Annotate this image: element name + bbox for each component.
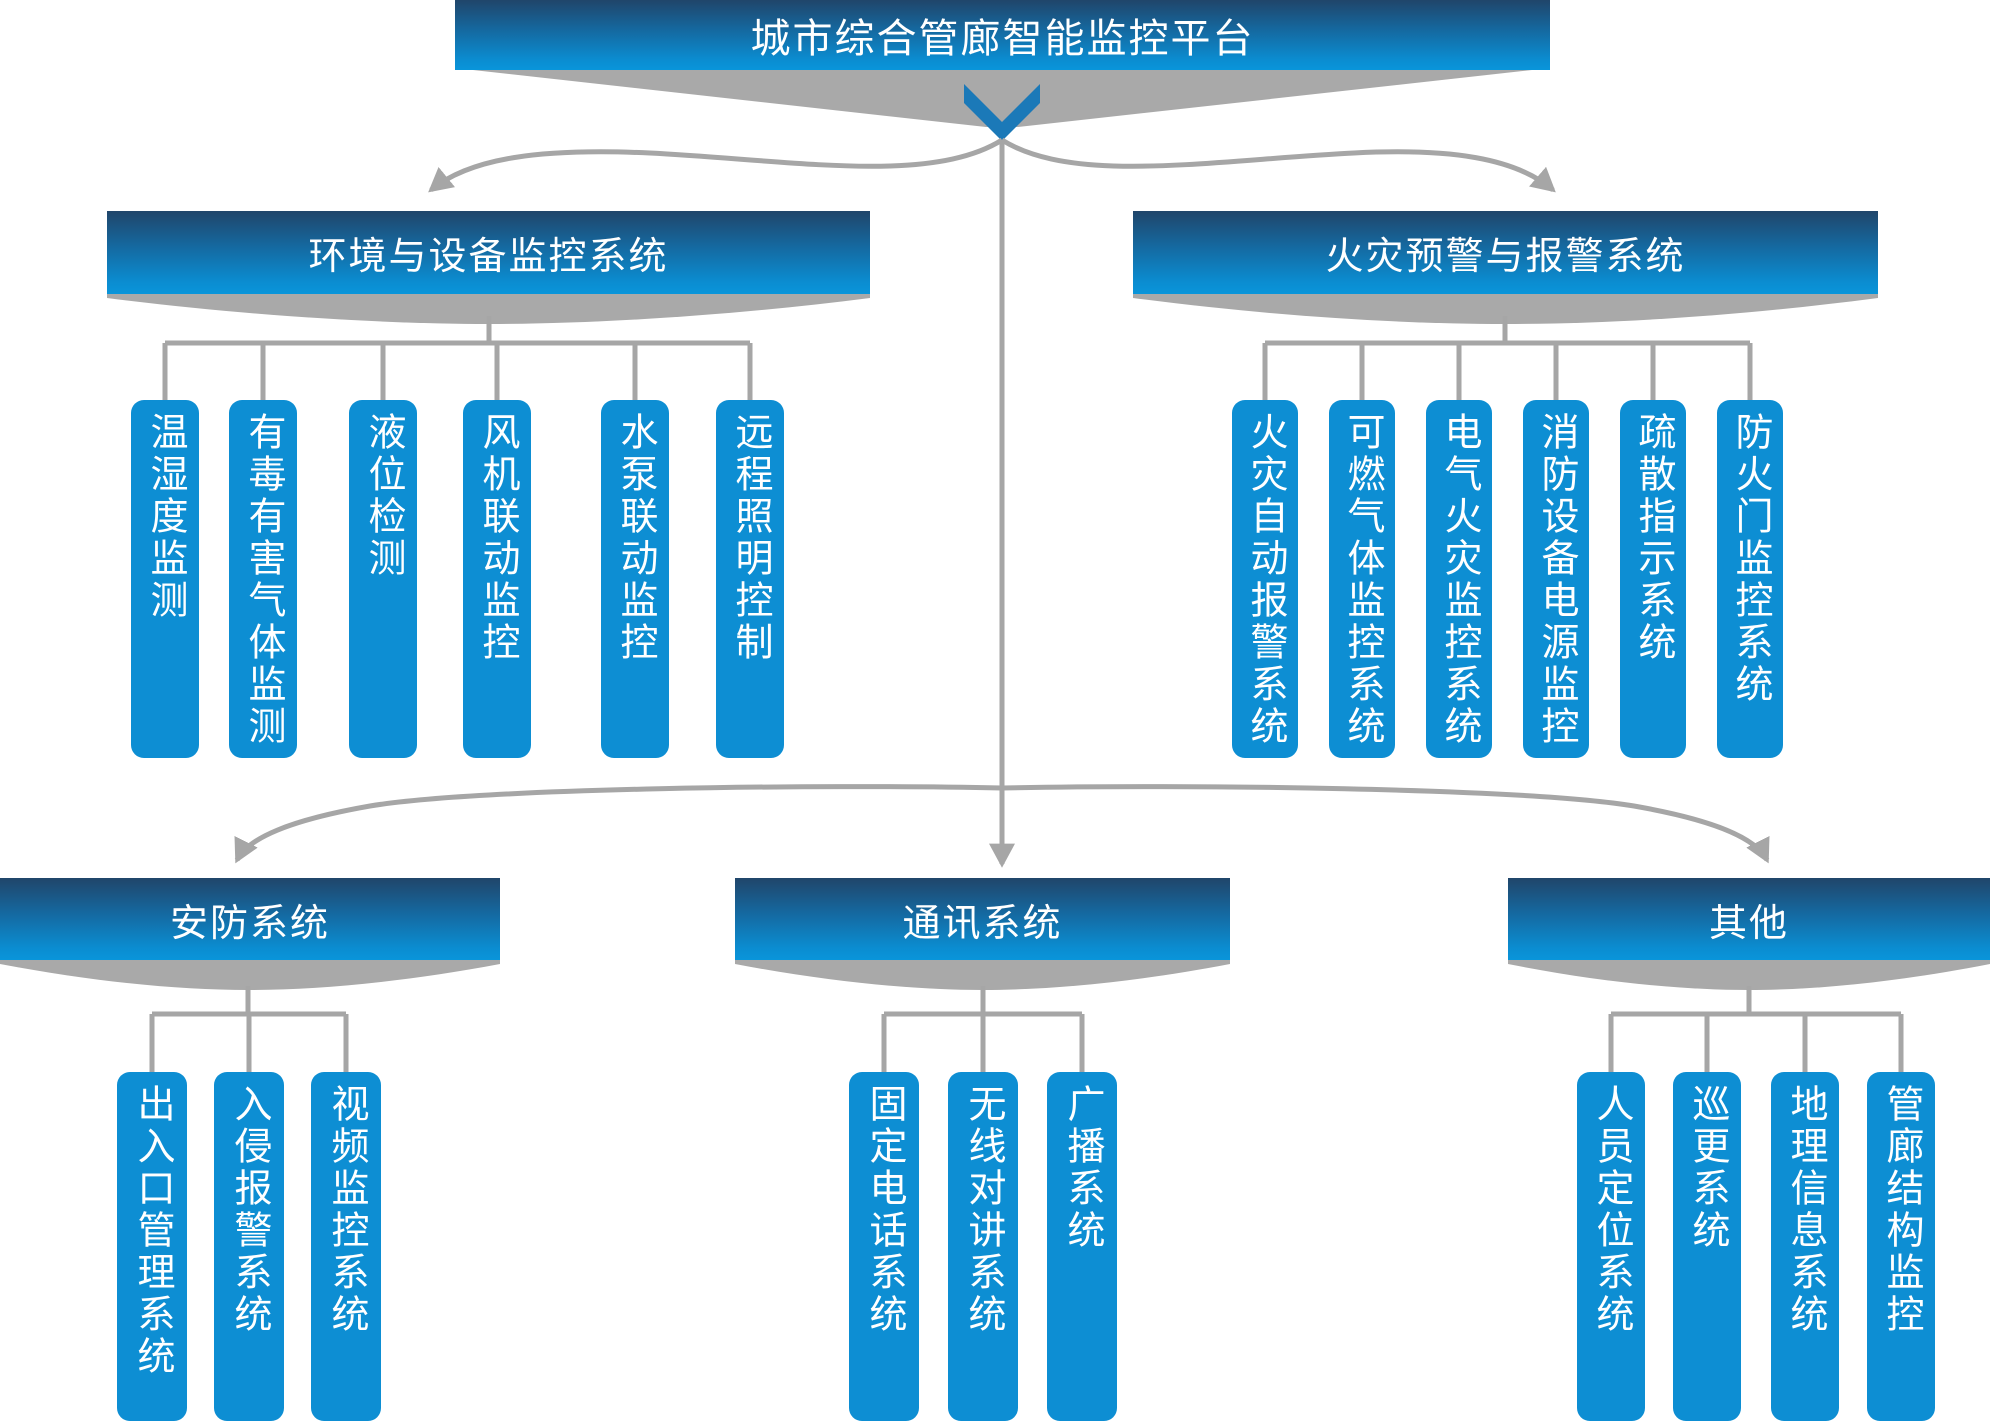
security-ribbon-shape bbox=[0, 958, 500, 990]
leaf-node-4-1: 巡更系统 bbox=[1673, 1072, 1741, 1421]
group-node-env: 环境与设备监控系统 bbox=[107, 211, 870, 294]
comm-ribbon-shape bbox=[735, 958, 1230, 990]
leaf-node-0-5: 远程照明控制 bbox=[716, 400, 784, 758]
group-node-comm: 通讯系统 bbox=[735, 878, 1230, 960]
connector-root-to-fire bbox=[1000, 137, 1556, 193]
leaf-node-0-2: 液位检测 bbox=[349, 400, 417, 758]
fire-ribbon-shape bbox=[1133, 292, 1878, 324]
group-node-fire-label: 火灾预警与报警系统 bbox=[1325, 236, 1686, 278]
leaf-node-label: 出入口管理系统 bbox=[131, 1084, 173, 1378]
leaf-node-label: 入侵报警系统 bbox=[228, 1084, 270, 1336]
leaf-node-label: 地理信息系统 bbox=[1784, 1084, 1826, 1336]
connector-root-to-env bbox=[428, 137, 1004, 193]
root-node: 城市综合管廊智能监控平台 bbox=[455, 0, 1550, 70]
leaf-node-label: 远程照明控制 bbox=[729, 412, 771, 664]
leaf-node-4-2: 地理信息系统 bbox=[1771, 1072, 1839, 1421]
leaf-node-0-0: 温湿度监测 bbox=[131, 400, 199, 758]
root-ribbon-shape bbox=[455, 68, 1550, 127]
leaf-node-0-3: 风机联动监控 bbox=[463, 400, 531, 758]
leaf-node-2-1: 入侵报警系统 bbox=[214, 1072, 284, 1421]
leaf-node-1-4: 疏散指示系统 bbox=[1620, 400, 1686, 758]
leaf-node-1-5: 防火门监控系统 bbox=[1717, 400, 1783, 758]
leaf-node-label: 可燃气体监控系统 bbox=[1341, 412, 1383, 748]
leaf-node-label: 有毒有害气体监测 bbox=[242, 412, 284, 748]
leaf-node-1-3: 消防设备电源监控 bbox=[1523, 400, 1589, 758]
comm-tree-lines bbox=[881, 986, 1085, 1072]
leaf-node-label: 液位检测 bbox=[362, 412, 404, 580]
group-node-security-label: 安防系统 bbox=[169, 902, 330, 945]
group-node-env-label: 环境与设备监控系统 bbox=[308, 236, 669, 278]
leaf-node-label: 风机联动监控 bbox=[476, 412, 518, 664]
leaf-node-3-0: 固定电话系统 bbox=[849, 1072, 919, 1421]
connector-root-to-security bbox=[234, 784, 1003, 864]
leaf-node-label: 人员定位系统 bbox=[1590, 1084, 1632, 1336]
leaf-node-label: 固定电话系统 bbox=[863, 1084, 905, 1336]
leaf-node-label: 火灾自动报警系统 bbox=[1244, 412, 1286, 748]
leaf-node-label: 管廊结构监控 bbox=[1880, 1084, 1922, 1336]
leaf-node-label: 电气火灾监控系统 bbox=[1438, 412, 1480, 748]
group-node-fire: 火灾预警与报警系统 bbox=[1133, 211, 1878, 294]
leaf-node-label: 无线对讲系统 bbox=[962, 1084, 1004, 1336]
leaf-node-0-1: 有毒有害气体监测 bbox=[229, 400, 297, 758]
leaf-node-label: 巡更系统 bbox=[1686, 1084, 1728, 1252]
chevron-down-icon bbox=[964, 84, 1040, 141]
group-node-security: 安防系统 bbox=[0, 878, 500, 960]
leaf-node-0-4: 水泵联动监控 bbox=[601, 400, 669, 758]
root-node-label: 城市综合管廊智能监控平台 bbox=[750, 17, 1255, 61]
fire-tree-lines bbox=[1262, 316, 1753, 400]
leaf-node-1-0: 火灾自动报警系统 bbox=[1232, 400, 1298, 758]
leaf-node-3-1: 无线对讲系统 bbox=[948, 1072, 1018, 1421]
leaf-node-2-2: 视频监控系统 bbox=[311, 1072, 381, 1421]
leaf-node-4-3: 管廊结构监控 bbox=[1867, 1072, 1935, 1421]
other-tree-lines bbox=[1608, 986, 1904, 1072]
leaf-node-label: 温湿度监测 bbox=[144, 412, 186, 622]
env-ribbon-shape bbox=[107, 292, 870, 324]
leaf-node-1-2: 电气火灾监控系统 bbox=[1426, 400, 1492, 758]
leaf-node-4-0: 人员定位系统 bbox=[1577, 1072, 1645, 1421]
group-node-other-label: 其他 bbox=[1708, 902, 1789, 945]
connector-root-to-other bbox=[1001, 784, 1770, 864]
leaf-node-label: 水泵联动监控 bbox=[614, 412, 656, 664]
leaf-node-label: 视频监控系统 bbox=[325, 1084, 367, 1336]
leaf-node-2-0: 出入口管理系统 bbox=[117, 1072, 187, 1421]
env-tree-lines bbox=[162, 316, 753, 400]
group-node-other: 其他 bbox=[1508, 878, 1990, 960]
leaf-node-label: 防火门监控系统 bbox=[1729, 412, 1771, 706]
leaf-node-3-2: 广播系统 bbox=[1047, 1072, 1117, 1421]
leaf-node-label: 消防设备电源监控 bbox=[1535, 412, 1577, 748]
group-node-comm-label: 通讯系统 bbox=[902, 902, 1063, 945]
security-tree-lines bbox=[149, 986, 349, 1072]
leaf-node-label: 疏散指示系统 bbox=[1632, 412, 1674, 664]
leaf-node-1-1: 可燃气体监控系统 bbox=[1329, 400, 1395, 758]
leaf-node-label: 广播系统 bbox=[1061, 1084, 1103, 1252]
other-ribbon-shape bbox=[1508, 958, 1990, 990]
